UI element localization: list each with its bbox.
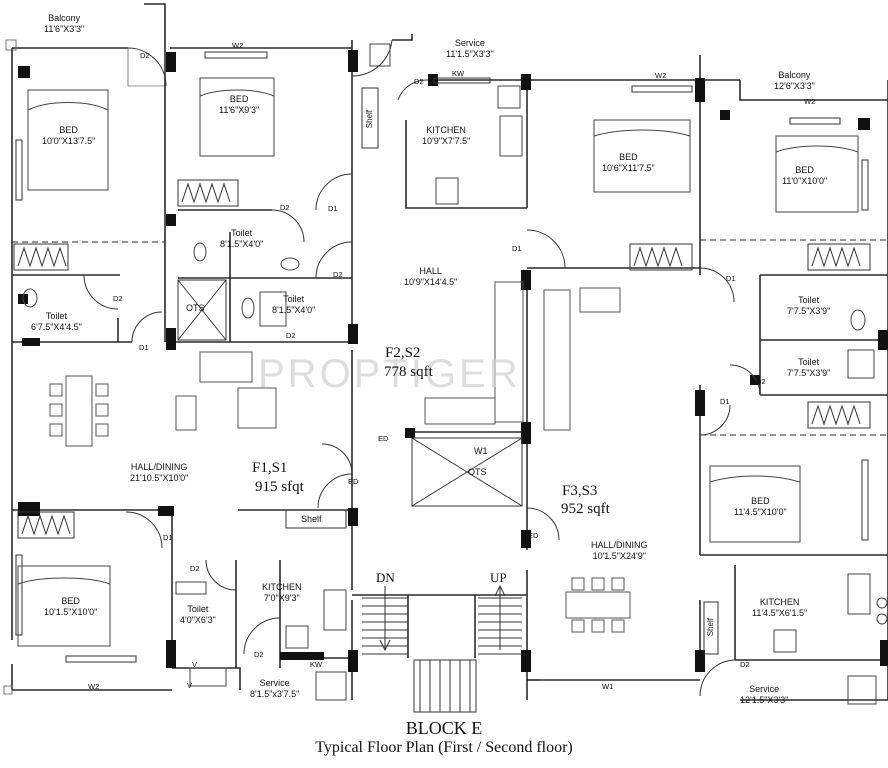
- ots-label-2: OTS: [468, 467, 487, 477]
- unit-f1-name: F1,S1: [252, 460, 288, 476]
- watermark: PROPTIGER: [258, 352, 521, 396]
- tag-w2: W2: [655, 71, 667, 80]
- tag-w1: W1: [602, 682, 614, 691]
- tag-d2: D2: [113, 294, 123, 303]
- tag-d1: D1: [512, 244, 522, 253]
- tag-d1: D1: [328, 204, 338, 213]
- unit-f3-area: 952 sqft: [561, 501, 610, 517]
- unit-f3-name: F3,S3: [562, 483, 598, 499]
- tag-w2: W2: [804, 97, 816, 106]
- tag-ed: ED: [348, 477, 359, 486]
- block-title: BLOCK E: [405, 718, 483, 738]
- tag-kw: KW: [310, 660, 323, 669]
- unit-f2-name: F2,S2: [385, 345, 421, 361]
- tag-v: V: [192, 660, 198, 669]
- shelf-label-3: Shelf: [706, 618, 715, 637]
- stair-up-label: UP: [490, 570, 507, 585]
- shelf-label-1: Shelf: [365, 110, 374, 129]
- w1-label-ots: W1: [474, 446, 488, 456]
- shelf-label-2: Shelf: [301, 514, 322, 524]
- tag-d2: D2: [740, 660, 750, 669]
- tag-kw: KW: [452, 69, 465, 78]
- tag-d2: D2: [333, 270, 343, 279]
- unit-f1-area: 915 sfqt: [255, 479, 304, 495]
- unit-f2-area: 778 sqft: [384, 364, 433, 380]
- tag-d2: D2: [190, 564, 200, 573]
- tag-d2: D2: [286, 331, 296, 340]
- tag-d2: D2: [140, 51, 150, 60]
- tag-ed: ED: [378, 434, 389, 443]
- tag-ed: ED: [528, 531, 539, 540]
- tag-v: V: [187, 681, 193, 690]
- tag-d1: D1: [720, 397, 730, 406]
- tag-w2: W2: [88, 682, 100, 691]
- tag-d1: D1: [163, 533, 173, 542]
- stair-down-label: DN: [376, 570, 395, 585]
- tag-d2: D2: [756, 377, 766, 386]
- tag-d1: D1: [726, 274, 736, 283]
- tag-d2: D2: [414, 77, 424, 86]
- tag-w2: W2: [232, 41, 244, 50]
- ots-label-1: OTS: [186, 303, 205, 313]
- tag-d2: D2: [254, 650, 264, 659]
- tag-d1: D1: [139, 343, 149, 352]
- tag-d2: D2: [280, 203, 290, 212]
- plan-subtitle: Typical Floor Plan (First / Second floor…: [315, 739, 573, 756]
